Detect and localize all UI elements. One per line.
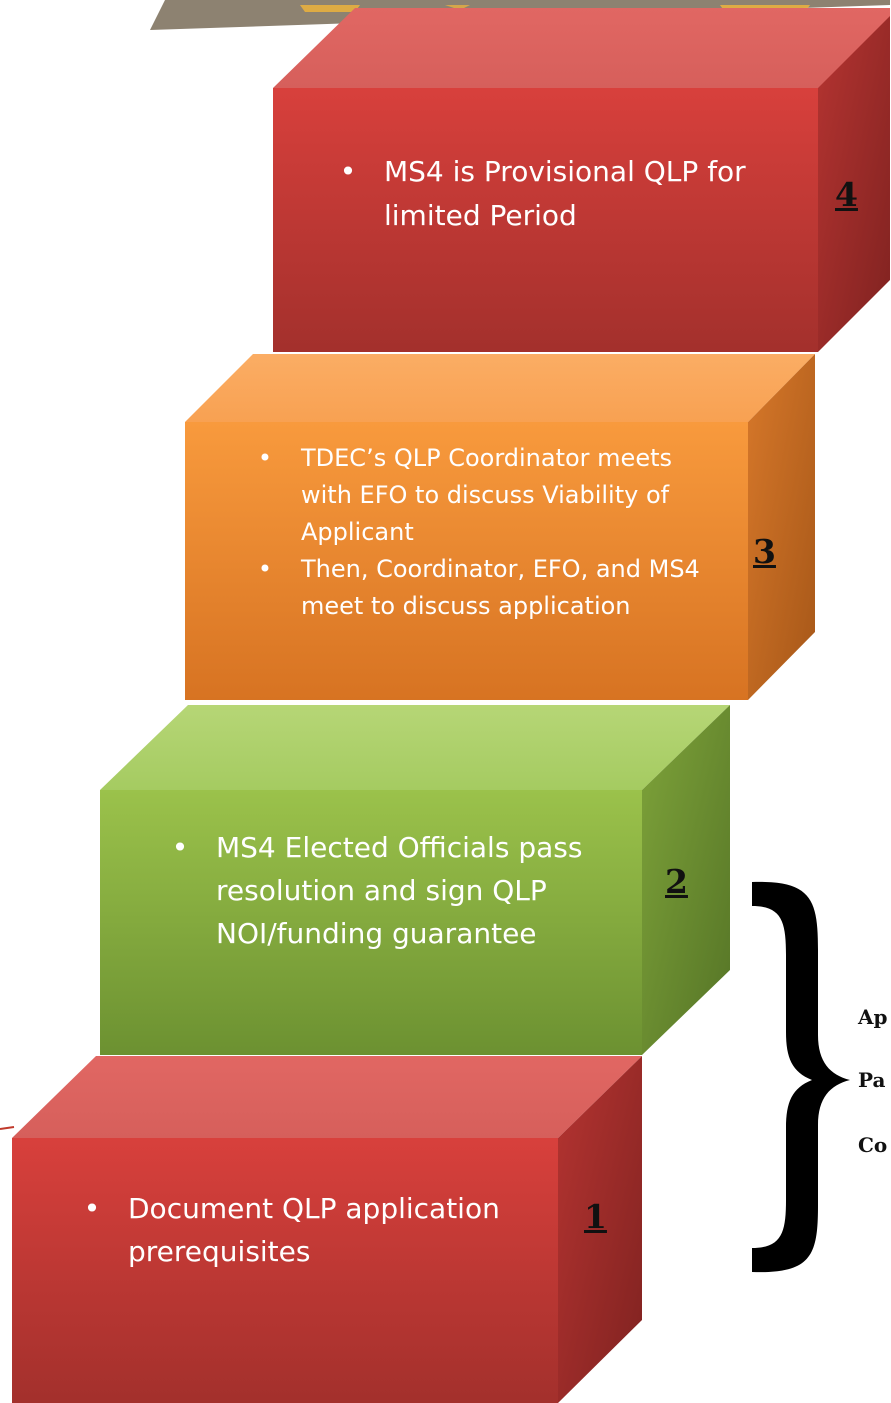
bullet-icon: • [83, 1192, 101, 1225]
bullet-icon: • [171, 831, 189, 864]
step-2-bullet: • MS4 Elected Officials pass resolution … [170, 826, 640, 955]
step-1-number: 1 [584, 1197, 607, 1236]
bullet-icon: • [339, 155, 357, 188]
step-3-bullet: • TDEC’s QLP Coordinator meets with EFO … [255, 440, 725, 551]
step-2-number: 2 [665, 862, 688, 901]
bullet-icon: • [257, 555, 273, 583]
step-4-block [273, 8, 890, 352]
side-label-2: Pa [858, 1068, 886, 1092]
side-label-1: Ap [858, 1005, 888, 1029]
step-3-block [185, 354, 815, 700]
step-3-number: 3 [753, 532, 776, 571]
step-4-bullet: • MS4 is Provisional QLP for limited Per… [338, 150, 798, 238]
curly-brace-icon [752, 881, 850, 1273]
step-1-text: • Document QLP application prerequisites [82, 1187, 542, 1273]
bullet-icon: • [257, 444, 273, 472]
step-3-bullet: • Then, Coordinator, EFO, and MS4 meet t… [255, 551, 725, 625]
step-2-block [100, 705, 730, 1055]
step-2-text: • MS4 Elected Officials pass resolution … [170, 826, 640, 955]
step-1-block [12, 1056, 642, 1403]
step-4-number: 4 [835, 175, 858, 214]
red-mark [0, 1126, 15, 1130]
step-3-text: • TDEC’s QLP Coordinator meets with EFO … [255, 440, 725, 625]
step-1-bullet: • Document QLP application prerequisites [82, 1187, 542, 1273]
step-4-text: • MS4 is Provisional QLP for limited Per… [338, 150, 798, 238]
side-label-3: Co [858, 1133, 888, 1157]
